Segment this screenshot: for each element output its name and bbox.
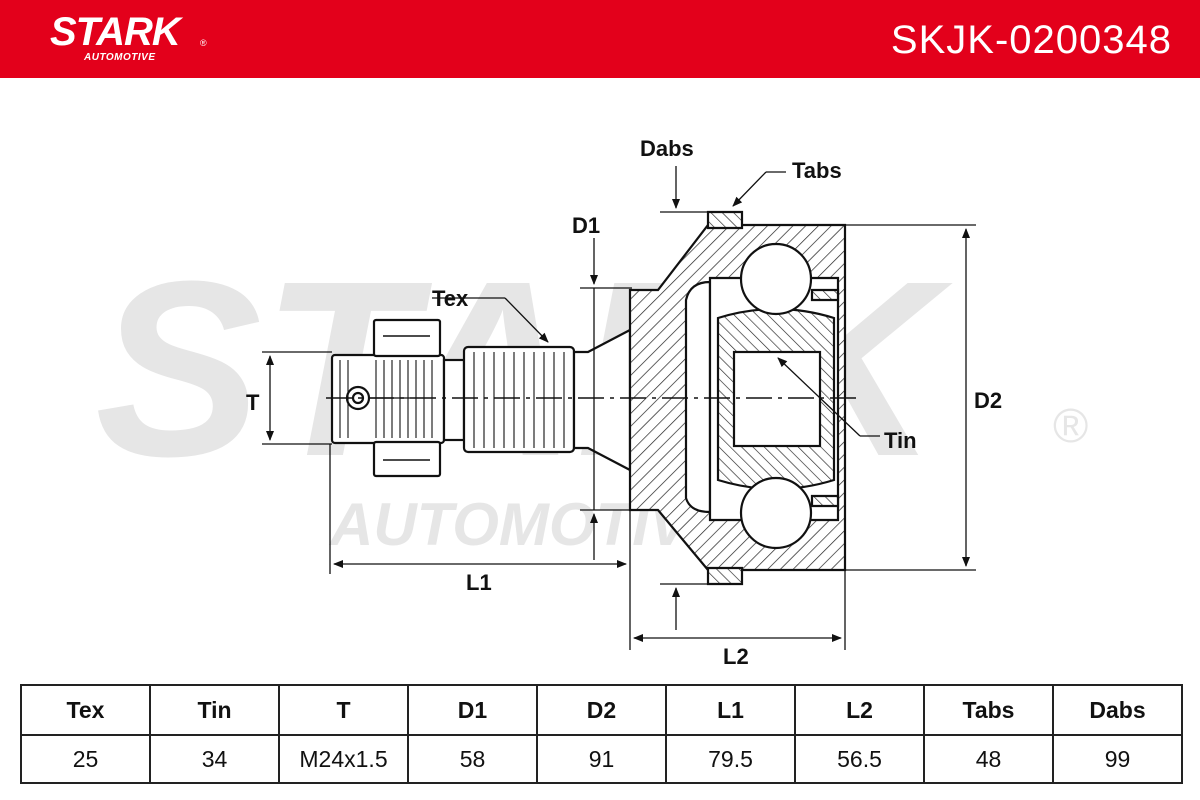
header-bar: STARK ® AUTOMOTIVE SKJK-0200348 (0, 0, 1200, 78)
part-number: SKJK-0200348 (890, 18, 1172, 62)
header-tin: Tin (149, 684, 280, 736)
value-l1: 79.5 (665, 734, 796, 784)
brand-subtitle: AUTOMOTIVE (84, 52, 156, 63)
value-d1: 58 (407, 734, 538, 784)
dimension-t (262, 351, 332, 445)
brand-logo[interactable]: STARK ® AUTOMOTIVE (50, 10, 210, 66)
header-tex: Tex (20, 684, 151, 736)
dimension-d2 (845, 224, 976, 571)
label-d2: D2 (974, 388, 1002, 413)
header-t: T (278, 684, 409, 736)
ball-top (739, 242, 813, 316)
brand-name: STARK (50, 10, 181, 54)
header-dabs: Dabs (1052, 684, 1183, 736)
thread-lines (339, 352, 565, 448)
label-dabs: Dabs (640, 136, 694, 161)
leader-tabs (732, 171, 786, 207)
header-d2: D2 (536, 684, 667, 736)
value-d2: 91 (536, 734, 667, 784)
dimension-l2 (629, 570, 846, 650)
header-tabs: Tabs (923, 684, 1054, 736)
abs-ring-bottom (706, 566, 744, 586)
header-d1: D1 (407, 684, 538, 736)
label-tin: Tin (884, 428, 917, 453)
shaft-collar (442, 358, 466, 442)
leader-tin (777, 357, 880, 437)
leader-tex (432, 297, 549, 343)
shaft-neck (572, 328, 632, 472)
shaft-splines (462, 345, 576, 454)
registered-mark: ® (200, 38, 207, 48)
label-tex: Tex (432, 286, 469, 311)
joint-housing (628, 210, 847, 586)
nut-bottom (372, 440, 442, 478)
dimension-l1 (329, 444, 631, 574)
label-t: T (246, 390, 260, 415)
label-tabs: Tabs (792, 158, 842, 183)
ball-bottom (739, 476, 813, 550)
spec-table: Tex Tin T D1 D2 L1 L2 Tabs Dabs 25 34 M2… (20, 684, 1183, 784)
label-d1: D1 (572, 213, 600, 238)
spec-header-row: Tex Tin T D1 D2 L1 L2 Tabs Dabs (20, 684, 1183, 736)
value-tin: 34 (149, 734, 280, 784)
header-l1: L1 (665, 684, 796, 736)
abs-ring-top (706, 210, 744, 230)
value-tabs: 48 (923, 734, 1054, 784)
nut-top (372, 318, 442, 358)
value-l2: 56.5 (794, 734, 925, 784)
watermark-registered: ® (1053, 400, 1088, 453)
header-l2: L2 (794, 684, 925, 736)
label-l2: L2 (723, 644, 749, 669)
dimension-d1 (580, 238, 632, 560)
technical-drawing: STARK AUTOMOTIVE ® (95, 136, 1088, 669)
value-t: M24x1.5 (278, 734, 409, 784)
spec-value-row: 25 34 M24x1.5 58 91 79.5 56.5 48 99 (20, 734, 1183, 784)
label-l1: L1 (466, 570, 492, 595)
value-dabs: 99 (1052, 734, 1183, 784)
housing-cavity (684, 280, 712, 514)
value-tex: 25 (20, 734, 151, 784)
inner-spline-bore (732, 350, 822, 448)
dimension-dabs (660, 166, 710, 630)
